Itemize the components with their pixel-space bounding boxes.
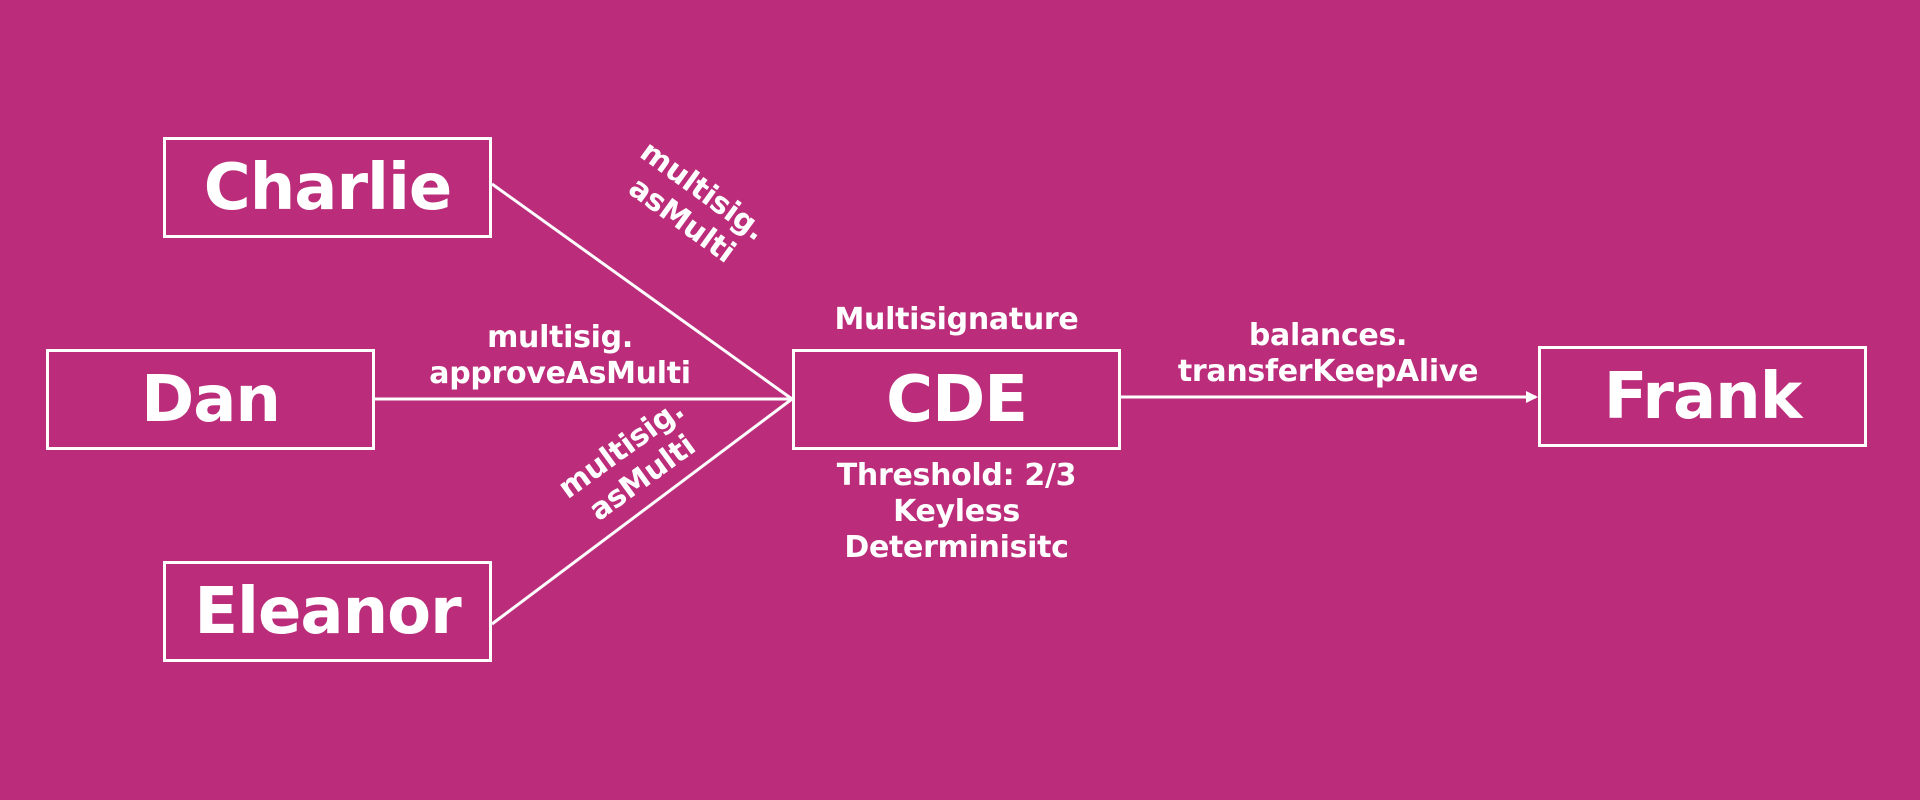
edge-label-dan-approveasmulti: multisig. approveAsMulti bbox=[405, 320, 715, 392]
node-charlie: Charlie bbox=[163, 137, 492, 238]
node-frank: Frank bbox=[1538, 346, 1867, 447]
node-dan: Dan bbox=[46, 349, 375, 450]
edge-charlie-cde bbox=[491, 182, 793, 401]
cde-notes: Threshold: 2/3 Keyless Determinisitc bbox=[792, 458, 1121, 566]
node-eleanor: Eleanor bbox=[163, 561, 492, 662]
edge-label-line: transferKeepAlive bbox=[1177, 354, 1479, 389]
edge-label-transferkeepalive: balances. transferKeepAlive bbox=[1148, 318, 1508, 390]
node-cde-multisig: CDE bbox=[792, 349, 1121, 450]
edge-eleanor-cde bbox=[491, 397, 793, 626]
edge-label-line: balances. bbox=[1248, 318, 1408, 353]
cde-threshold: Threshold: 2/3 bbox=[836, 458, 1077, 493]
cde-deterministic: Determinisitc bbox=[844, 530, 1069, 565]
edge-label-line: multisig. bbox=[487, 320, 633, 355]
cde-keyless: Keyless bbox=[893, 494, 1020, 529]
cde-title: Multisignature bbox=[834, 302, 1079, 337]
edge-label-line: approveAsMulti bbox=[429, 356, 691, 391]
